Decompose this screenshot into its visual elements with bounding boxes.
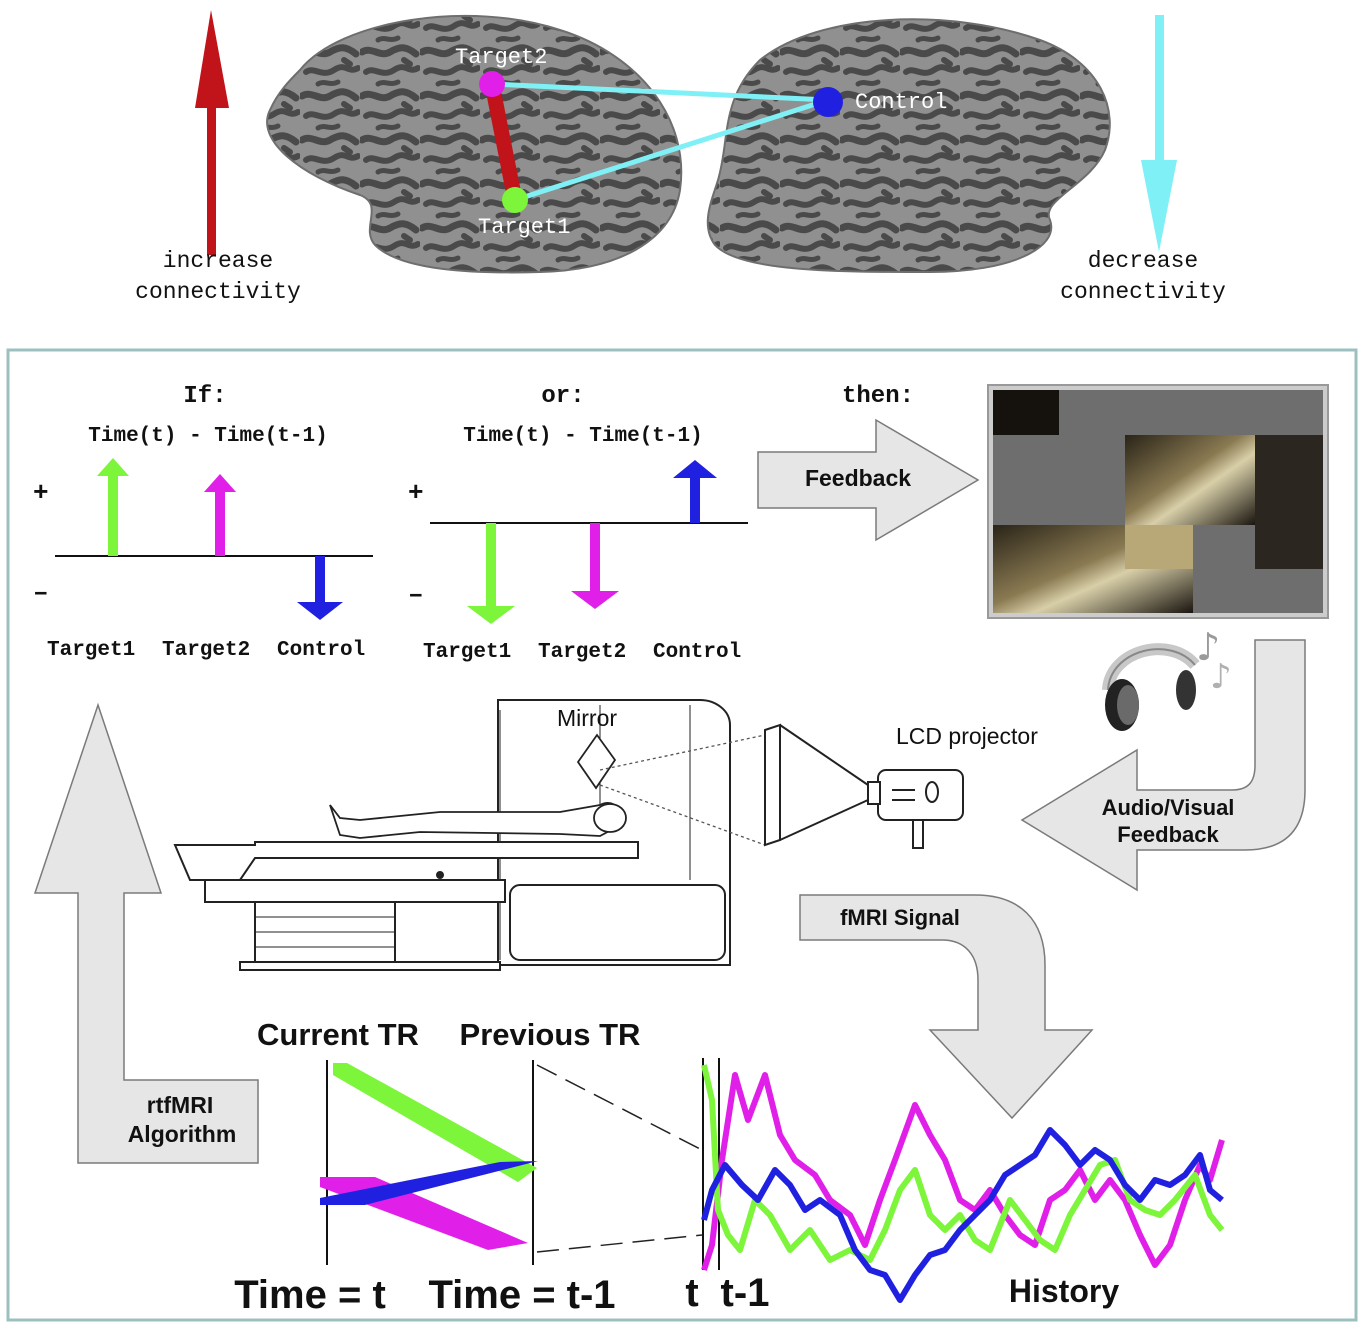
av-feedback-line1: Audio/Visual (1102, 795, 1235, 820)
or-control-up-arrow (673, 460, 717, 523)
rtfmri-algorithm-arrow (33, 702, 259, 1164)
if-roi-target2: Target2 (162, 639, 250, 662)
increase-label: increase (163, 248, 273, 274)
or-plus: + (408, 478, 424, 508)
decrease-arrow (1141, 15, 1177, 252)
or-roi-target2: Target2 (538, 641, 626, 664)
patient-figure (329, 802, 627, 839)
left-hemisphere (266, 14, 683, 274)
or-target1-down-arrow (467, 523, 515, 624)
zoom-guide-lines (536, 1064, 703, 1253)
fmri-signal-label: fMRI Signal (840, 905, 960, 930)
if-roi-control: Control (277, 639, 365, 662)
control-label: Control (855, 90, 947, 115)
target1-control-link (514, 97, 829, 203)
history-t-label: t (685, 1271, 698, 1315)
decrease-label: decrease (1088, 248, 1198, 274)
or-label: or: (541, 383, 584, 410)
or-minus: – (408, 580, 424, 610)
target2-label: Target2 (455, 45, 547, 70)
if-time-diff: Time(t) - Time(t-1) (88, 425, 327, 448)
av-feedback-line2: Feedback (1117, 822, 1219, 847)
if-target1-up-arrow (97, 458, 129, 556)
target1-node (502, 187, 528, 213)
target1-label: Target1 (478, 215, 570, 240)
or-time-diff: Time(t) - Time(t-1) (463, 425, 702, 448)
connectivity-label-right: connectivity (1060, 279, 1226, 305)
history-target2-trace (701, 1072, 1225, 1271)
mirror-label: Mirror (557, 705, 617, 731)
if-control-down-arrow (297, 556, 343, 620)
if-target2-up-arrow (204, 474, 236, 556)
projection-screen (764, 723, 869, 847)
feedback-image (987, 384, 1329, 619)
connectivity-label-left: connectivity (135, 279, 301, 305)
previous-tr-label: Previous TR (460, 1017, 641, 1052)
tr-target1-band (333, 1063, 537, 1182)
control-node (813, 87, 843, 117)
time-t1-label: Time = t-1 (428, 1273, 615, 1317)
tr-control-band (320, 1161, 538, 1205)
mirror-icon (576, 733, 617, 790)
or-roi-target1: Target1 (423, 641, 511, 664)
if-roi-target1: Target1 (47, 639, 135, 662)
feedback-arrow (757, 418, 980, 542)
if-plus: + (33, 478, 49, 508)
history-control-trace (701, 1127, 1224, 1303)
fmri-signal-arrow (799, 894, 1094, 1120)
history-t1-label: t-1 (721, 1271, 770, 1315)
lcd-projector-icon (867, 769, 964, 849)
then-label: then: (842, 383, 914, 410)
av-feedback-arrow (1020, 639, 1306, 892)
if-label: If: (183, 383, 226, 410)
target1-target2-link (484, 82, 523, 202)
headphones-icon (1102, 643, 1200, 731)
rtfmri-line1: rtfMRI (147, 1092, 213, 1118)
history-target1-trace (701, 1064, 1225, 1263)
if-minus: – (33, 578, 49, 608)
or-roi-control: Control (653, 641, 741, 664)
projector-beam (599, 734, 766, 846)
current-tr-label: Current TR (257, 1017, 419, 1052)
lcd-projector-label: LCD projector (896, 723, 1038, 749)
or-target2-down-arrow (571, 523, 619, 609)
target2-control-link (491, 81, 829, 103)
rtfmri-line2: Algorithm (128, 1121, 237, 1147)
music-note-icon: ♪ ♪ (1196, 625, 1232, 697)
feedback-label: Feedback (805, 465, 911, 491)
svg-text:♪: ♪ (1210, 657, 1232, 697)
right-hemisphere (706, 18, 1111, 274)
history-label: History (1009, 1273, 1119, 1309)
increase-arrow (195, 10, 229, 255)
time-t-label: Time = t (234, 1273, 386, 1317)
target2-node (479, 71, 505, 97)
svg-text:♪: ♪ (1196, 625, 1220, 669)
